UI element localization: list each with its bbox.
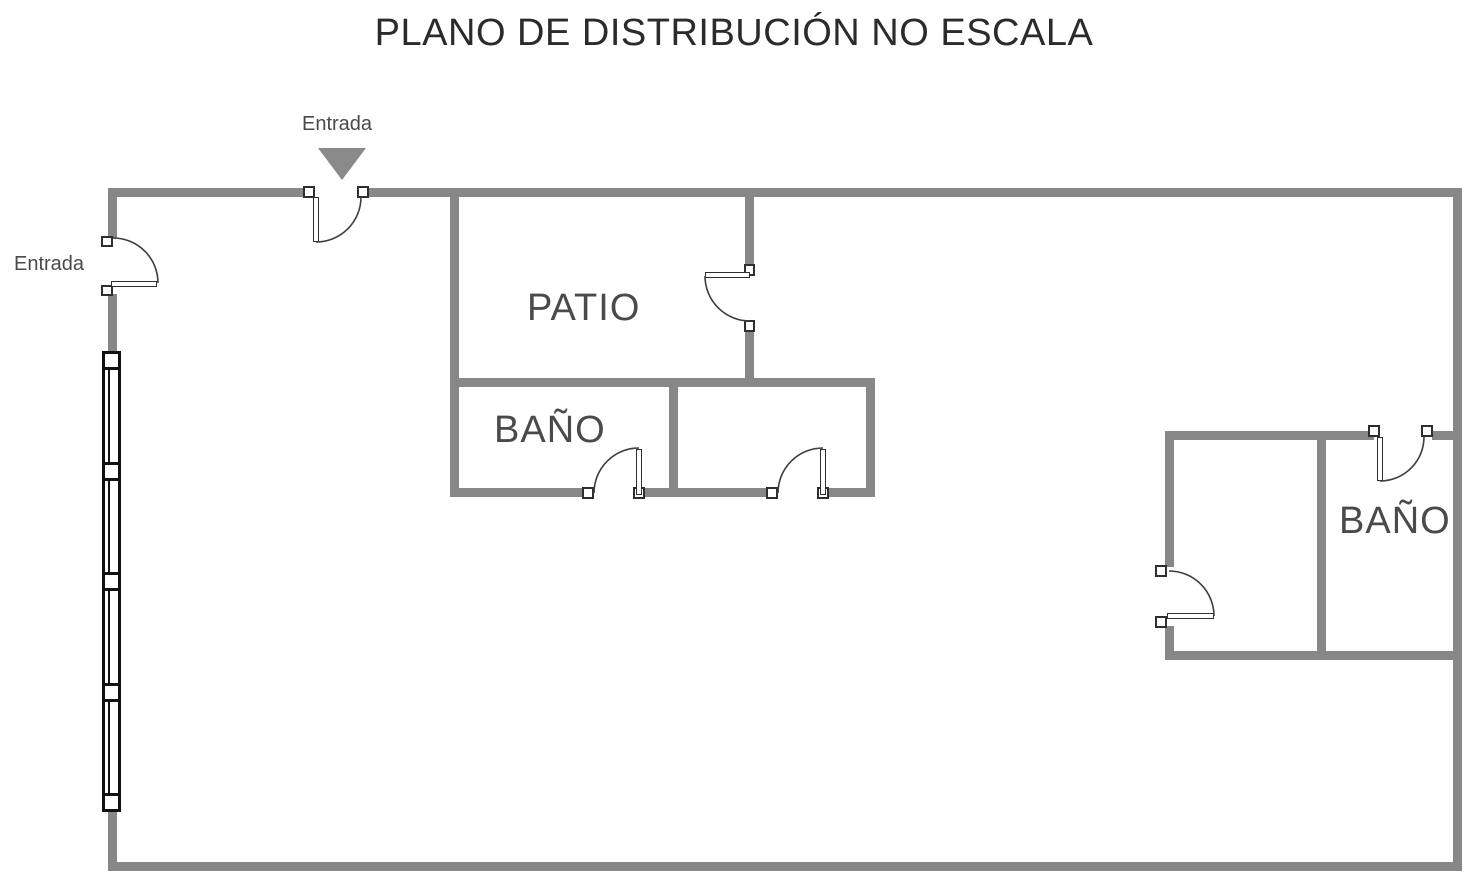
left-entrance-door-leaf [111, 281, 157, 287]
outer-wall-top-left-segment [108, 188, 307, 197]
window-symbol [102, 351, 121, 812]
patio-door-leaf [705, 272, 750, 278]
cluster2-room-door-leaf [1167, 613, 1214, 619]
outer-wall-left-upper-segment [108, 188, 117, 238]
patio-label: PATIO [527, 287, 641, 329]
bathroom-top-divider-wall [669, 378, 678, 497]
cluster2-room-door-jamb-top [1155, 565, 1167, 577]
bathroom-right-divider-wall [1317, 431, 1326, 660]
window-mullion [105, 572, 118, 591]
outer-wall-left-lower-segment [108, 810, 117, 871]
bathroom-top-door-jamb-left [582, 487, 594, 499]
cluster2-left-wall-lower [1165, 626, 1174, 660]
patio-wall-left [450, 188, 459, 497]
entrance-top-label: Entrada [302, 113, 373, 135]
window-pane [105, 480, 118, 572]
bathroom-top-door-leaf [636, 449, 642, 495]
cluster1-bottom-wall-right [828, 488, 875, 497]
cluster2-left-wall-upper [1165, 431, 1174, 567]
patio-door-jamb-bottom [744, 320, 755, 332]
outer-wall-right [1453, 188, 1462, 871]
bathroom-right-door-arc [1379, 436, 1425, 482]
window-mullion [105, 682, 118, 702]
left-entrance-door-jamb-top [101, 236, 113, 247]
bathroom-right-label: BAÑO [1339, 500, 1451, 542]
patio-wall-right-lower [745, 330, 754, 387]
cluster2-room-door-arc [1168, 570, 1215, 617]
outer-wall-top-right-segment [360, 188, 1462, 197]
bathroom-top-label: BAÑO [494, 409, 606, 451]
top-entrance-door-leaf [313, 197, 319, 242]
storeroom-wall-right [866, 378, 875, 497]
bathroom-right-door-jamb-left [1368, 425, 1380, 437]
window-pane [105, 591, 118, 683]
window-mullion [105, 461, 118, 481]
cluster2-top-wall-right [1432, 431, 1462, 440]
window-pane [105, 370, 118, 462]
page-title: PLANO DE DISTRIBUCIÓN NO ESCALA [374, 12, 1094, 54]
bathroom-right-door-leaf [1377, 437, 1383, 481]
cluster1-bottom-wall-left [450, 488, 585, 497]
bathroom-right-door-jamb-right [1421, 425, 1433, 437]
top-entrance-door-jamb-right [357, 186, 369, 198]
window-frame-block [105, 354, 118, 370]
entrance-arrow-icon [318, 148, 366, 180]
top-entrance-door-arc [315, 196, 362, 243]
storeroom-door-jamb-left [766, 487, 778, 499]
cluster2-room-door-jamb-bottom [1155, 616, 1167, 628]
patio-door-arc [704, 275, 751, 322]
window-frame-block [105, 793, 118, 809]
outer-wall-left-mid-segment [108, 294, 117, 354]
cluster1-bottom-wall-mid [644, 488, 770, 497]
entrance-left-label: Entrada [14, 253, 85, 275]
patio-cluster-mid-wall [450, 378, 875, 387]
window-pane [105, 701, 118, 793]
cluster2-top-wall-left [1165, 431, 1374, 440]
left-entrance-door-arc [112, 237, 159, 284]
storeroom-door-leaf [820, 449, 826, 495]
patio-wall-right-upper [745, 188, 754, 268]
left-entrance-door-jamb-bottom [101, 285, 113, 296]
outer-wall-bottom [108, 862, 1462, 871]
top-entrance-door-jamb-left [303, 186, 315, 198]
cluster2-bottom-wall [1165, 651, 1462, 660]
